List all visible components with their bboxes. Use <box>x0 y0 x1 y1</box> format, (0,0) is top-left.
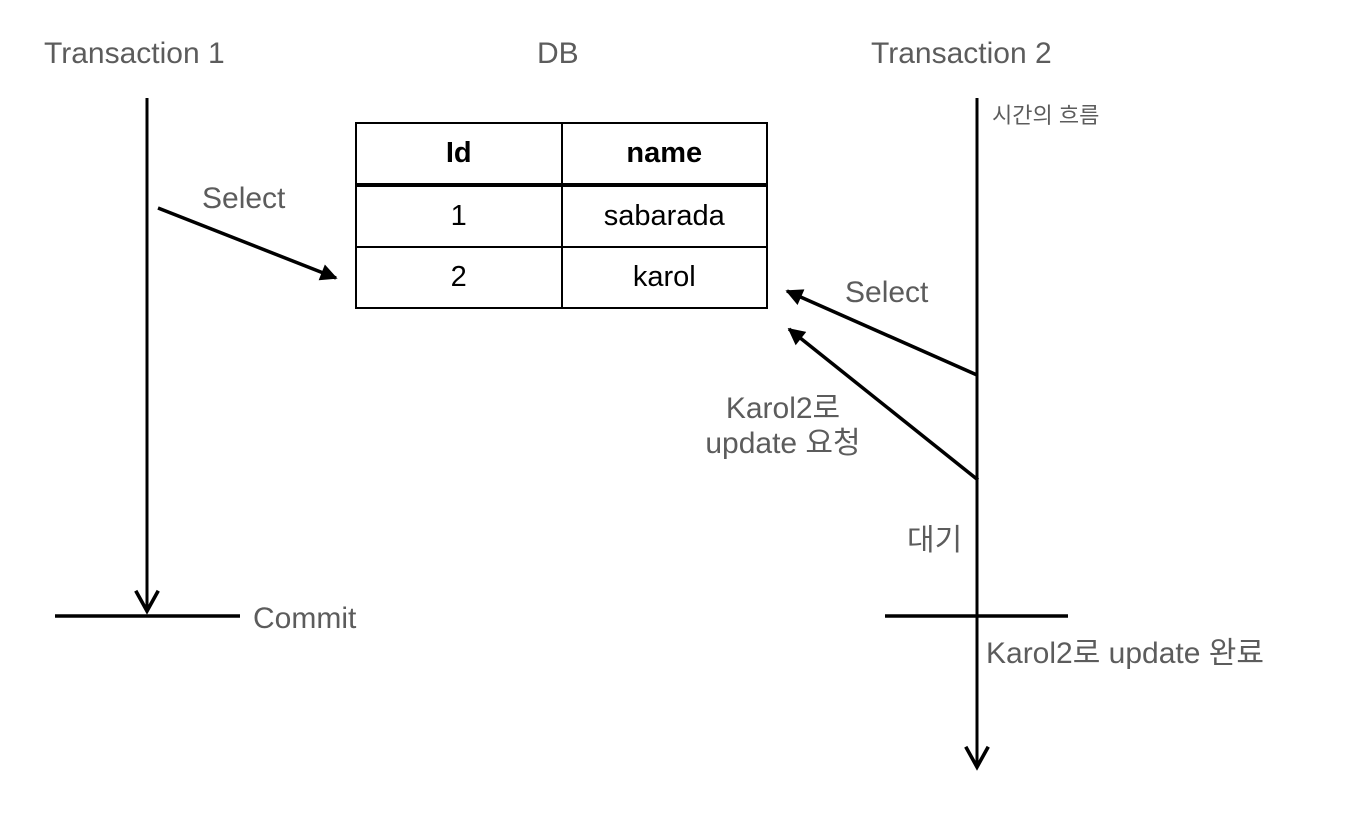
select-arrow-t2 <box>785 289 978 377</box>
lane-title-transaction1: Transaction 1 <box>44 37 225 70</box>
select-label-t1: Select <box>202 182 286 215</box>
db-table-row-1: 1 sabarada <box>355 184 768 248</box>
update-request-line2: update 요청 <box>705 426 861 460</box>
lane-title-db: DB <box>537 37 579 70</box>
db-table-cell-id-1: 1 <box>355 184 563 248</box>
update-request-line1: Karol2로 <box>725 392 841 425</box>
update-complete-label: Karol2로 update 완료 <box>986 637 1264 670</box>
wait-label: 대기 <box>907 524 963 557</box>
update-request-label: Karol2로 update 요청 <box>650 392 916 461</box>
db-table-cell-name-2: karol <box>560 246 768 309</box>
db-table-header-id: Id <box>355 122 563 187</box>
db-table: Id name 1 sabarada 2 karol <box>355 122 768 309</box>
db-table-cell-name-1: sabarada <box>560 184 768 248</box>
commit-label: Commit <box>253 602 357 635</box>
lane-title-transaction2: Transaction 2 <box>871 37 1052 70</box>
db-table-header-name: name <box>560 122 768 187</box>
db-table-row-2: 2 karol <box>355 246 768 309</box>
select-label-t2: Select <box>845 276 929 309</box>
update-request-arrow <box>787 327 980 482</box>
time-flow-label: 시간의 흐름 <box>992 103 1100 128</box>
select-arrow-t1 <box>157 206 338 281</box>
db-table-cell-id-2: 2 <box>355 246 563 309</box>
db-table-header-row: Id name <box>355 122 768 187</box>
